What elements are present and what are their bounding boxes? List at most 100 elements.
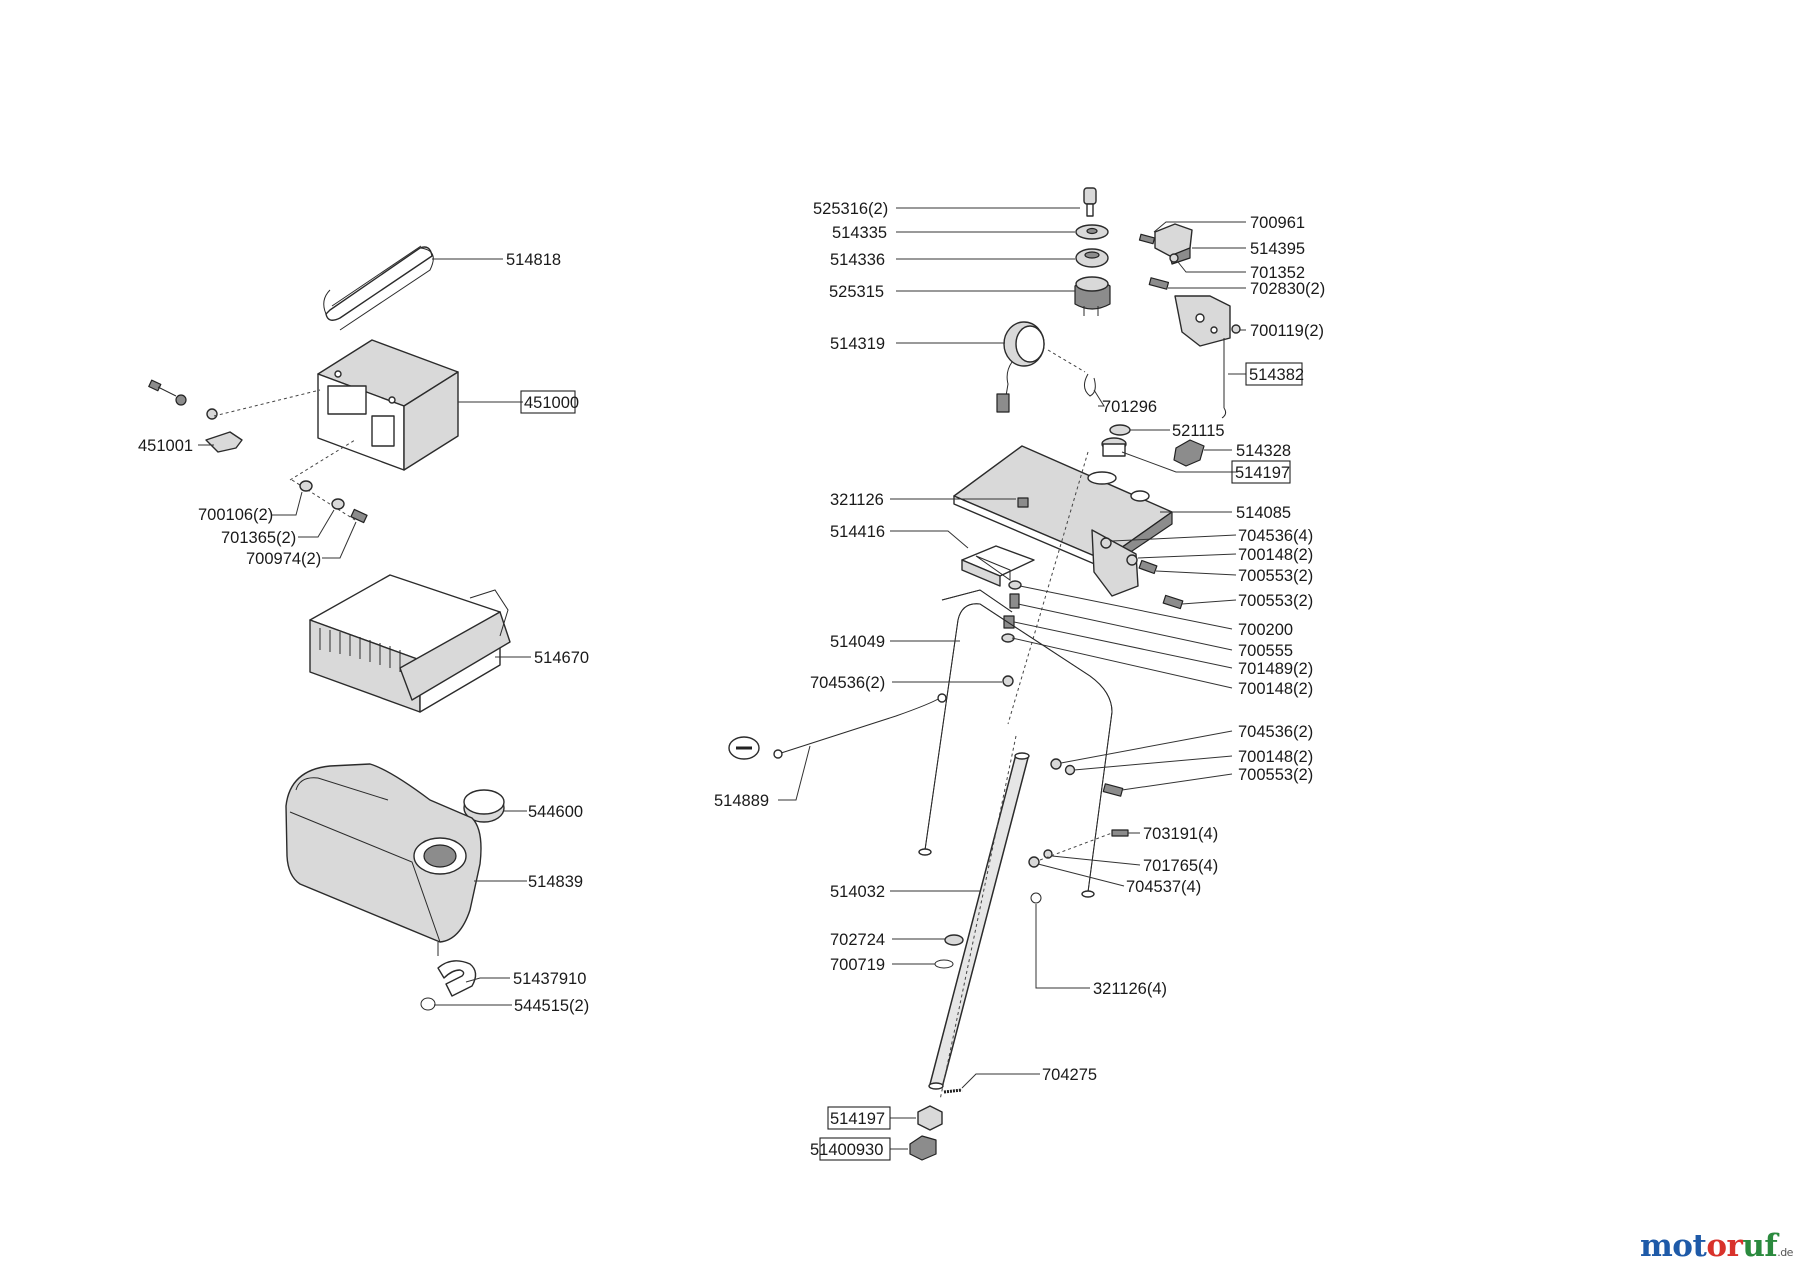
- leader-line: [961, 1073, 1040, 1089]
- leader-line: [1011, 637, 1233, 689]
- boxed-label-frame: [520, 390, 576, 414]
- boxed-label-frame: [819, 1137, 891, 1161]
- part-label-51437910: 51437910: [513, 970, 586, 988]
- motoruf-logo[interactable]: motoruf.de: [1640, 1228, 1793, 1264]
- ignition-key-part: [1083, 187, 1097, 217]
- part-label-514670: 514670: [534, 649, 589, 667]
- nut-704536b-part: [1002, 675, 1014, 687]
- washer-701489-part: [1003, 615, 1015, 629]
- grommet-521115-part: [1109, 424, 1131, 436]
- leader-line: [1137, 553, 1237, 559]
- tank-cap-part: [463, 789, 505, 823]
- nut-514336-part: [1075, 248, 1109, 268]
- ring-700719-part: [934, 959, 954, 969]
- part-label-700200: 700200: [1238, 621, 1293, 639]
- leader-line: [1019, 585, 1233, 630]
- part-label-525316: 525316(2): [813, 200, 888, 218]
- part-label-700974: 700974(2): [246, 550, 321, 568]
- part-label-700553-lower: 700553(2): [1238, 766, 1313, 784]
- logo-part-or: or: [1706, 1228, 1743, 1264]
- leader-line: [1060, 730, 1233, 764]
- part-label-704537: 704537(4): [1126, 878, 1201, 896]
- bolt-700974-part: [350, 508, 368, 524]
- pin-704275-part: [943, 1088, 963, 1094]
- nut-704537-part: [1028, 856, 1040, 868]
- hour-meter-part: [996, 321, 1045, 413]
- part-label-544515: 544515(2): [514, 997, 589, 1015]
- part-label-701365: 701365(2): [221, 529, 296, 547]
- boxed-label-frame: [1231, 460, 1291, 484]
- washer-514335-part: [1075, 224, 1109, 240]
- logo-tld: .de: [1777, 1246, 1793, 1259]
- nut-704536c-part: [1050, 758, 1062, 770]
- part-label-700553-upper: 700553(2): [1238, 567, 1313, 585]
- part-label-521115: 521115: [1172, 422, 1225, 440]
- screw-703191-part: [1111, 829, 1129, 837]
- bushing-514197-part: [1101, 437, 1127, 457]
- part-label-704536-2-right: 704536(2): [1238, 723, 1313, 741]
- fuel-hose-part: [437, 942, 477, 997]
- washer-700148-part: [1126, 554, 1138, 566]
- assembly-dash: [939, 735, 1017, 1101]
- bushing-514197b-part: [917, 1105, 943, 1131]
- leader-line: [1035, 904, 1090, 989]
- leader-line: [1181, 599, 1237, 605]
- logo-part-uf: uf: [1742, 1228, 1778, 1264]
- bushing-702724-part: [944, 934, 964, 946]
- leader-line: [272, 491, 303, 516]
- boxed-label-frame: [1245, 362, 1303, 386]
- part-label-704275: 704275: [1042, 1066, 1097, 1084]
- part-label-525315: 525315: [829, 283, 884, 301]
- nut-51400930-part: [909, 1135, 937, 1161]
- washer-701365-part: [331, 498, 345, 510]
- part-label-704536-2-left: 704536(2): [810, 674, 885, 692]
- nut-700106-part: [299, 480, 313, 492]
- fuel-tank-part: [285, 763, 482, 943]
- part-label-700961: 700961: [1250, 214, 1305, 232]
- bolt-700553b-part: [1162, 594, 1184, 610]
- part-label-700719: 700719: [830, 956, 885, 974]
- part-label-700106: 700106(2): [198, 506, 273, 524]
- leader-line: [1111, 534, 1237, 542]
- nut-700119-part: [1231, 324, 1241, 334]
- logo-part-mot: mot: [1640, 1228, 1707, 1264]
- part-label-514336: 514336: [830, 251, 885, 269]
- part-label-704536-4: 704536(4): [1238, 527, 1313, 545]
- part-label-514889: 514889: [714, 792, 769, 810]
- part-label-321126: 321126: [830, 491, 884, 509]
- leader-line: [778, 745, 811, 801]
- battery-strap-part: [323, 245, 434, 331]
- part-label-700148-middle: 700148(2): [1238, 680, 1313, 698]
- part-label-700555: 700555: [1238, 642, 1293, 660]
- switch-bolt-700961-part: [1138, 233, 1156, 245]
- assembly-dash: [289, 439, 356, 481]
- leader-line: [890, 530, 969, 549]
- leader-line: [1121, 773, 1233, 791]
- part-label-51400930: 51400930: [810, 1141, 883, 1159]
- ground-cable-514889-part: [728, 693, 947, 760]
- part-label-514319: 514319: [830, 335, 885, 353]
- leader-line: [1093, 389, 1105, 407]
- leader-line: [465, 977, 510, 983]
- leader-line: [1177, 261, 1246, 273]
- part-label-514382: 514382: [1249, 366, 1304, 384]
- retaining-ring-part: [1084, 373, 1096, 397]
- bolt-700553-part: [1138, 559, 1158, 575]
- leader-line: [1155, 570, 1237, 576]
- part-label-701489: 701489(2): [1238, 660, 1313, 678]
- leader-line: [1153, 221, 1246, 233]
- washer-701352-part: [1169, 253, 1179, 263]
- control-panel-514085-part: [953, 445, 1173, 597]
- bolt-700553c-part: [1102, 783, 1124, 797]
- leader-line: [1037, 863, 1125, 887]
- part-label-544600: 544600: [528, 803, 583, 821]
- part-label-514032: 514032: [830, 883, 885, 901]
- leader-line: [1013, 621, 1233, 669]
- nut-704536-part: [1100, 537, 1112, 549]
- mounting-bracket-514382-part: [1174, 295, 1231, 419]
- part-label-514328: 514328: [1236, 442, 1291, 460]
- shaft-514032-part: [928, 752, 1030, 1090]
- part-label-702724: 702724: [830, 931, 885, 949]
- part-label-514416: 514416: [830, 523, 885, 541]
